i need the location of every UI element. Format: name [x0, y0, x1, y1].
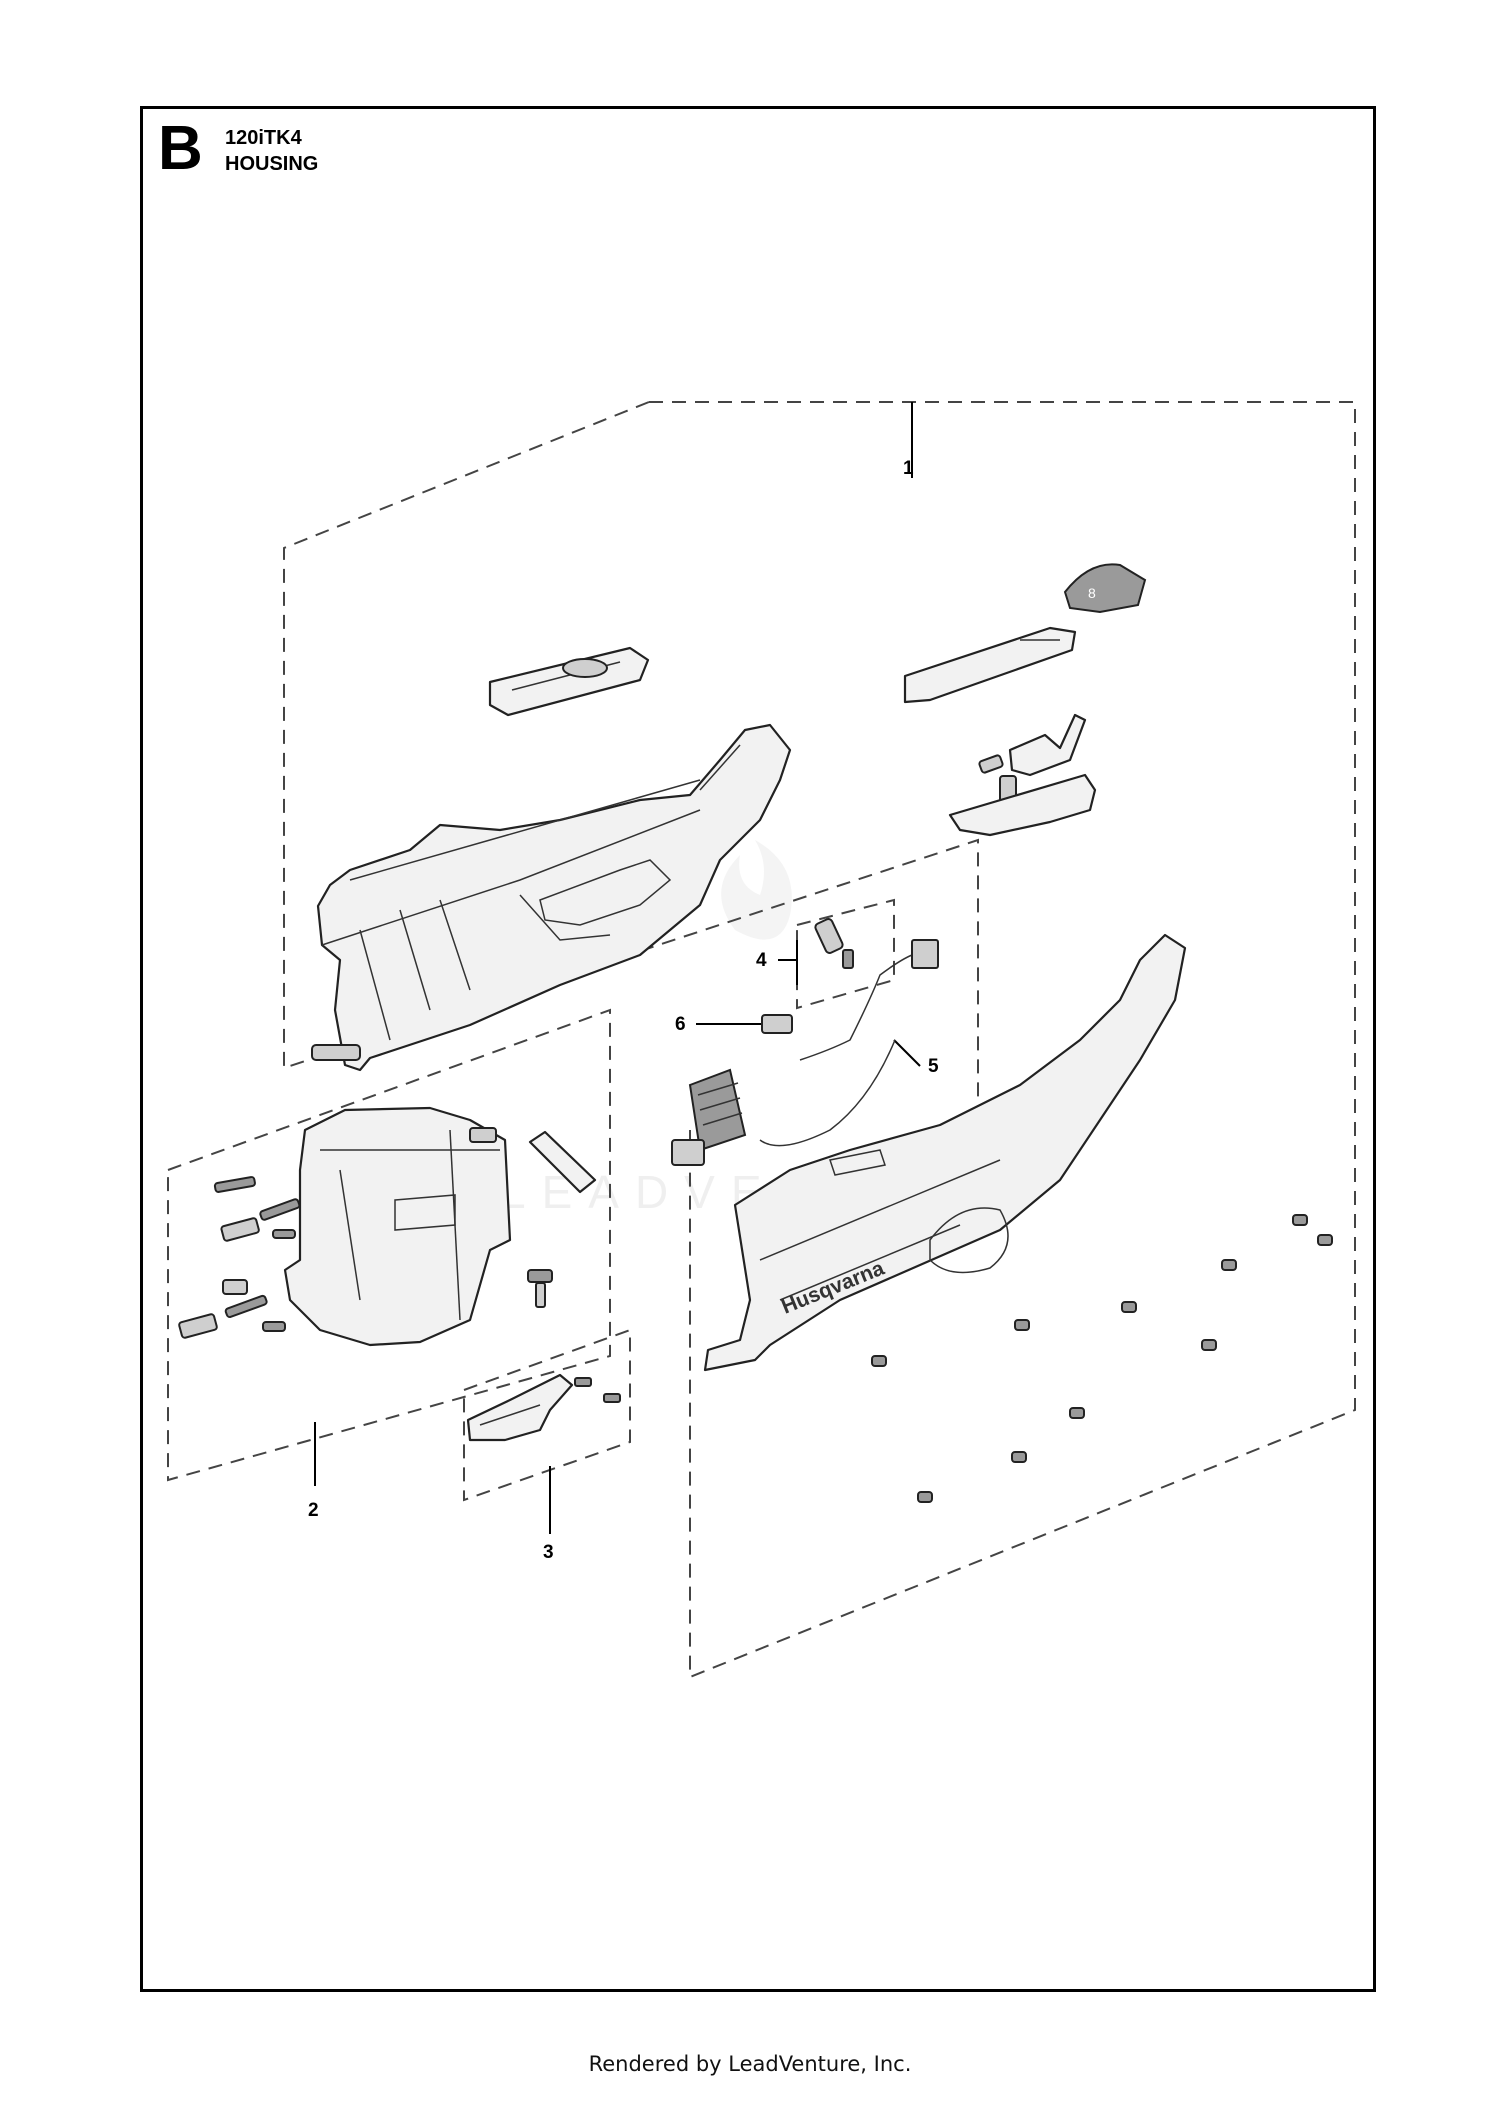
callout-6: 6 — [675, 1014, 686, 1035]
callout-3: 3 — [543, 1542, 554, 1563]
wiring-harness-part-5 — [671, 939, 939, 1166]
switch-part-6 — [761, 1014, 793, 1034]
leader-lines — [314, 402, 921, 1534]
assembly-outline-2 — [167, 1008, 611, 1482]
end-cap: 8 — [1063, 563, 1147, 614]
motor-cover-hardware — [178, 1130, 597, 1339]
callout-4: 4 — [756, 950, 767, 971]
trigger-assembly — [948, 713, 1097, 837]
left-housing-half — [311, 723, 792, 1072]
page-frame — [140, 106, 1376, 1992]
callout-1: 1 — [903, 458, 914, 479]
callout-5: 5 — [928, 1056, 939, 1077]
right-housing-half: Husqvarna — [703, 933, 1187, 1372]
svg-text:8: 8 — [1088, 585, 1096, 601]
section-letter: B — [158, 114, 203, 183]
callout-2: 2 — [308, 1500, 319, 1521]
switch-part-4 — [814, 918, 854, 969]
assembly-outline-1 — [283, 401, 1356, 1679]
handle-cover — [903, 626, 1077, 704]
screws — [871, 1214, 1333, 1503]
section-title: HOUSING — [225, 153, 319, 175]
model-number: 120iTK4 — [225, 127, 302, 149]
footer-credit: Rendered by LeadVenture, Inc. — [588, 2052, 912, 2076]
motor-cover — [283, 1106, 512, 1347]
assembly-outline-3 — [463, 1328, 631, 1502]
top-button-cover — [488, 646, 650, 717]
electrical-connector-part-3 — [466, 1373, 621, 1442]
